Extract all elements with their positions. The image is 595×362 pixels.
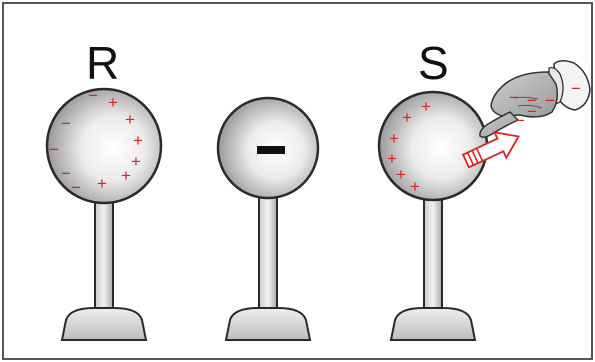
neg-charge: −	[71, 178, 81, 197]
label-s: S	[418, 37, 449, 89]
charges-hand: − − − − − −	[509, 79, 581, 130]
pos-charge: +	[131, 152, 141, 171]
pos-charge: +	[410, 177, 420, 196]
sphere-r	[45, 87, 163, 205]
pos-charge: +	[125, 110, 135, 129]
neg-charge: −	[571, 79, 581, 98]
hand-icon: − − − − − −	[479, 60, 591, 138]
pos-charge: +	[97, 174, 107, 193]
pos-charge: +	[387, 149, 397, 168]
pos-charge: +	[133, 131, 143, 150]
electroscope-r: − − − − − + + + + + +	[45, 86, 163, 341]
neg-charge: −	[527, 91, 537, 110]
neg-charge: −	[515, 111, 525, 130]
neg-charge: −	[545, 91, 555, 110]
pos-charge: +	[121, 166, 131, 185]
charges-s: + + + + + +	[387, 97, 431, 196]
neg-charge: −	[61, 164, 71, 183]
pos-charge: +	[108, 93, 118, 112]
pos-charge: +	[389, 129, 399, 148]
charges-r: − − − − − + + + + + +	[49, 86, 143, 197]
neg-charge: −	[509, 88, 519, 107]
neg-charge: −	[49, 140, 59, 159]
pos-charge: +	[402, 108, 412, 127]
pos-charge: +	[421, 97, 431, 116]
arrow-icon	[461, 131, 520, 169]
pos-charge: +	[396, 165, 406, 184]
neg-charge: −	[88, 86, 98, 105]
label-r: R	[86, 37, 120, 89]
neg-charge: −	[527, 102, 537, 121]
neg-charge-large	[257, 146, 285, 154]
neg-charge: −	[61, 114, 71, 133]
electroscope-middle	[216, 96, 320, 341]
